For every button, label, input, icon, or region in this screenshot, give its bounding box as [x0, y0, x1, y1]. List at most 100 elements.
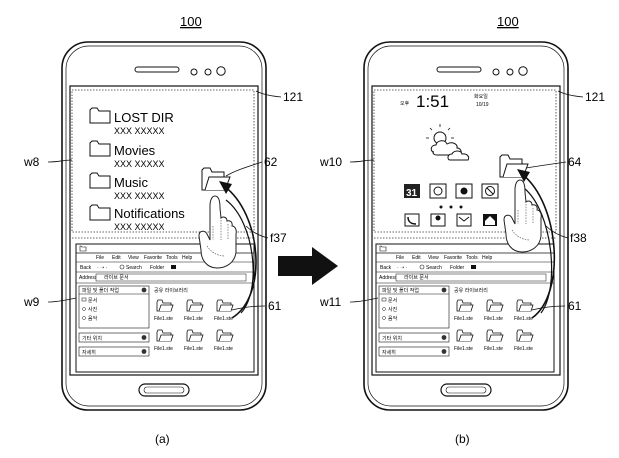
- label-w8: w8: [23, 155, 40, 169]
- time-prefix: 오후: [400, 101, 410, 107]
- folder-button[interactable]: Folder: [150, 265, 165, 271]
- folder-sub: XXX XXXXX: [114, 191, 165, 201]
- figure-ref-a: 100: [180, 14, 202, 29]
- label-61-b: 61: [568, 299, 582, 313]
- collapse-icon[interactable]: [441, 287, 447, 293]
- calendar-day: 31: [406, 188, 418, 199]
- view-icon: [471, 265, 476, 269]
- left-item-docs[interactable]: 문서: [88, 297, 97, 304]
- label-121-a: 121: [283, 90, 303, 104]
- address-label: Address: [379, 275, 398, 281]
- right-pane-header: 공유 라이브러리: [154, 287, 188, 294]
- menu-help[interactable]: Help: [482, 255, 493, 261]
- address-value: 라이브 문서: [404, 274, 429, 281]
- menu-file[interactable]: File: [96, 255, 104, 261]
- collapse-icon[interactable]: [441, 335, 447, 340]
- weather-sun-cloud-icon: [426, 124, 470, 161]
- folder-name: Movies: [114, 143, 156, 158]
- details[interactable]: 자세히: [82, 349, 96, 356]
- label-61-a: 61: [268, 299, 282, 313]
- left-pane-header: 파일 및 폴더 작업: [382, 287, 419, 294]
- forward-arrow-icon[interactable]: · ➝ ·: [397, 265, 408, 271]
- left-item-photos[interactable]: 사진: [88, 306, 98, 313]
- address-field[interactable]: [95, 273, 247, 282]
- file-label[interactable]: File1.ste: [484, 316, 503, 322]
- back-button[interactable]: Back: [380, 265, 392, 271]
- search-button[interactable]: Search: [426, 265, 442, 271]
- clock-time: 1:51: [416, 92, 449, 111]
- explorer-window-a: File Edit View Favorite Tools Help Back …: [75, 243, 255, 373]
- caption-b: (b): [455, 432, 470, 446]
- menu-help[interactable]: Help: [182, 255, 193, 261]
- date: 10/19: [476, 102, 489, 108]
- file-label[interactable]: File1.ste: [184, 316, 203, 322]
- leaders-a: [47, 90, 282, 311]
- file-label[interactable]: File1.ste: [214, 346, 233, 352]
- file-label[interactable]: File1.ste: [154, 346, 173, 352]
- file-label[interactable]: File1.ste: [454, 316, 473, 322]
- folder-list-a: LOST DIR XXX XXXXX Movies XXX XXXXX Musi…: [89, 107, 185, 232]
- left-pane-header: 파일 및 폴더 작업: [82, 287, 119, 294]
- label-62: 62: [264, 155, 278, 169]
- file-label[interactable]: File1.ste: [514, 316, 533, 322]
- home-screen-b: 오후 1:51 화요일 10/19 31: [400, 92, 499, 227]
- folder-name: Notifications: [114, 206, 185, 221]
- folder-sub: XXX XXXXX: [114, 126, 165, 136]
- view-icon: [171, 265, 176, 269]
- label-64: 64: [568, 155, 582, 169]
- address-value: 라이브 문서: [104, 274, 129, 281]
- caption-a: (a): [155, 432, 170, 446]
- other-places[interactable]: 기타 위치: [382, 335, 402, 342]
- menu-favorite[interactable]: Favorite: [144, 255, 162, 261]
- figure-ref-b: 100: [497, 14, 519, 29]
- collapse-icon[interactable]: [141, 287, 147, 293]
- folder-button[interactable]: Folder: [450, 265, 465, 271]
- left-item-photos[interactable]: 사진: [388, 306, 398, 313]
- file-label[interactable]: File1.ste: [454, 346, 473, 352]
- collapse-icon[interactable]: [141, 349, 147, 354]
- menu-tools[interactable]: Tools: [466, 255, 478, 261]
- mail-icon[interactable]: [456, 213, 472, 227]
- left-item-music[interactable]: 음악: [388, 315, 398, 322]
- calendar-icon[interactable]: [404, 184, 420, 198]
- search-icon: [419, 264, 425, 270]
- drag-gesture-b: [503, 169, 556, 319]
- leaders-b: [349, 90, 584, 311]
- label-f37: f37: [270, 231, 287, 245]
- menu-view[interactable]: View: [428, 255, 439, 261]
- transition-arrow-icon: [278, 247, 338, 285]
- collapse-icon[interactable]: [141, 335, 147, 340]
- file-label[interactable]: File1.ste: [514, 346, 533, 352]
- folder-name: LOST DIR: [114, 110, 174, 125]
- folder-sub: XXX XXXXX: [114, 159, 165, 169]
- left-item-music[interactable]: 음악: [88, 315, 98, 322]
- label-w10: w10: [319, 155, 342, 169]
- explorer-window-b: File Edit View Favorite Tools Help Back …: [375, 243, 555, 373]
- address-label: Address: [79, 275, 98, 281]
- file-label[interactable]: File1.ste: [484, 346, 503, 352]
- details[interactable]: 자세히: [382, 349, 396, 356]
- menu-edit[interactable]: Edit: [412, 255, 421, 261]
- label-121-b: 121: [585, 90, 605, 104]
- file-label[interactable]: File1.ste: [154, 316, 173, 322]
- other-places[interactable]: 기타 위치: [82, 335, 102, 342]
- back-button[interactable]: Back: [80, 265, 92, 271]
- label-w11: w11: [319, 295, 341, 309]
- forward-arrow-icon[interactable]: · ➝ ·: [97, 265, 108, 271]
- file-label[interactable]: File1.ste: [184, 346, 203, 352]
- weekday: 화요일: [474, 93, 488, 100]
- folder-name: Music: [114, 175, 148, 190]
- menu-view[interactable]: View: [128, 255, 139, 261]
- settings-icon[interactable]: [429, 183, 447, 199]
- menu-tools[interactable]: Tools: [166, 255, 178, 261]
- menu-favorite[interactable]: Favorite: [444, 255, 462, 261]
- address-field[interactable]: [395, 273, 547, 282]
- file-label[interactable]: File1.ste: [214, 316, 233, 322]
- menu-file[interactable]: File: [396, 255, 404, 261]
- right-pane-header: 공유 라이브러리: [454, 287, 488, 294]
- left-item-docs[interactable]: 문서: [388, 297, 397, 304]
- collapse-icon[interactable]: [441, 349, 447, 354]
- menu-edit[interactable]: Edit: [112, 255, 121, 261]
- search-button[interactable]: Search: [126, 265, 142, 271]
